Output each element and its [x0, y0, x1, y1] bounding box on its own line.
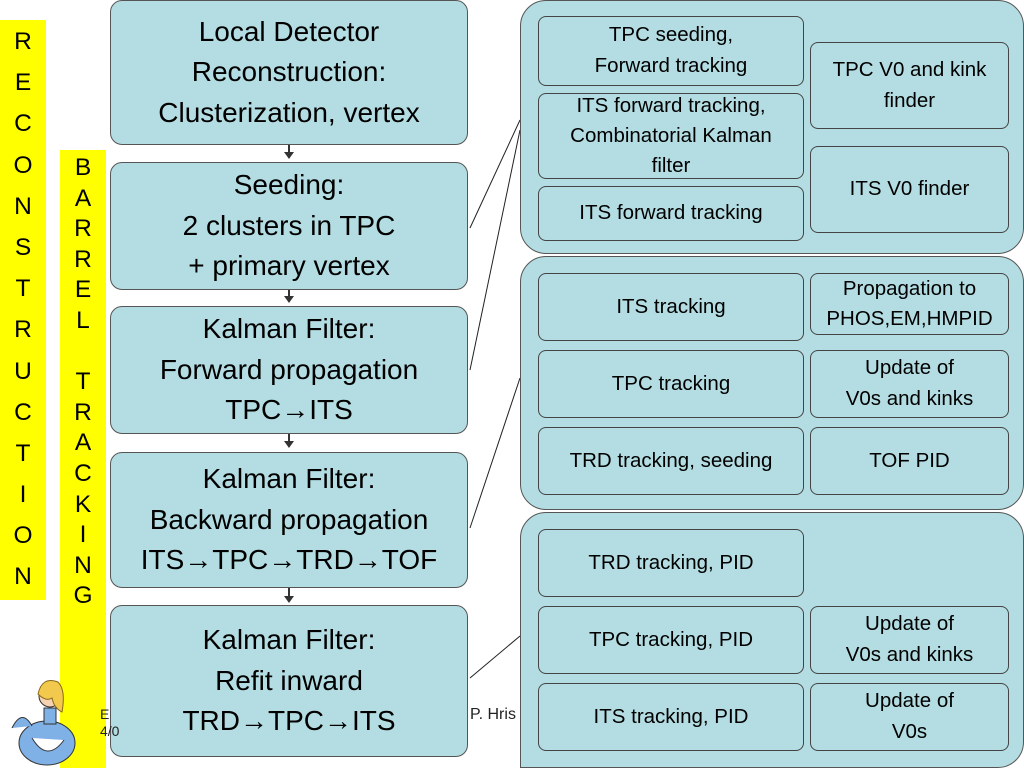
- barrel-letter: A: [74, 184, 92, 212]
- reconstruction-letter: O: [13, 151, 33, 179]
- reconstruction-letter: O: [13, 522, 33, 550]
- step-kalman-refit: Kalman Filter: Refit inward TRD→TPC→ITS: [110, 605, 468, 757]
- panel-forward-stage: TPC seeding, Forward tracking ITS forwar…: [520, 0, 1024, 254]
- cell-tpc-v0-kink-finder: TPC V0 and kink finder: [810, 42, 1009, 129]
- cell-its-tracking-pid: ITS tracking, PID: [538, 683, 804, 751]
- barrel-letter: I: [79, 521, 87, 549]
- reconstruction-letter: I: [19, 481, 27, 509]
- arrow-2: [288, 290, 290, 298]
- step-seeding: Seeding: 2 clusters in TPC + primary ver…: [110, 162, 468, 290]
- cell-update-v0s-kinks: Update of V0s and kinks: [810, 350, 1009, 418]
- cell-propagation-phos: Propagation to PHOS,EM,HMPID: [810, 273, 1009, 335]
- barrel-letter: R: [74, 215, 92, 243]
- barrel-letter: C: [74, 459, 92, 487]
- panel-refit-stage: TRD tracking, PID TPC tracking, PID ITS …: [520, 512, 1024, 768]
- cell-trd-tracking-seeding: TRD tracking, seeding: [538, 427, 804, 495]
- step-kalman-forward: Kalman Filter: Forward propagation TPC→I…: [110, 306, 468, 434]
- cell-update-v0s-kinks-refit: Update of V0s and kinks: [810, 606, 1009, 674]
- reconstruction-letter: T: [15, 275, 31, 303]
- step-local-reconstruction: Local Detector Reconstruction: Clusteriz…: [110, 0, 468, 145]
- barrel-letter: R: [74, 245, 92, 273]
- cell-tpc-tracking: TPC tracking: [538, 350, 804, 418]
- arrow-4-head: [284, 596, 294, 603]
- arrow-1-head: [284, 152, 294, 159]
- barrel-letter: A: [74, 429, 92, 457]
- barrel-letter: L: [76, 306, 90, 334]
- barrel-letter: T: [75, 368, 91, 396]
- barrel-letter: G: [73, 582, 93, 610]
- cell-its-forward-tracking: ITS forward tracking: [538, 186, 804, 241]
- cell-its-forward-ckf: ITS forward tracking, Combinatorial Kalm…: [538, 93, 804, 179]
- reconstruction-letter: R: [14, 316, 32, 344]
- step-kalman-backward: Kalman Filter: Backward propagation ITS→…: [110, 452, 468, 588]
- arrow-4: [288, 588, 290, 597]
- barrel-letter: R: [74, 398, 92, 426]
- arrow-3: [288, 434, 290, 443]
- barrel-letter: K: [74, 490, 92, 518]
- reconstruction-letter: S: [14, 233, 32, 261]
- cell-update-v0s: Update of V0s: [810, 683, 1009, 751]
- barrel-letter: B: [74, 154, 92, 181]
- cell-tpc-seeding: TPC seeding, Forward tracking: [538, 16, 804, 86]
- cell-tof-pid: TOF PID: [810, 427, 1009, 495]
- barrel-letter: E: [74, 276, 92, 304]
- footer-left-fragment: E 4/0: [100, 706, 120, 739]
- reconstruction-letter: T: [15, 439, 31, 467]
- reconstruction-letter: C: [14, 110, 32, 138]
- arrow-2-head: [284, 296, 294, 303]
- reconstruction-letter: N: [14, 563, 32, 591]
- cell-its-v0-finder: ITS V0 finder: [810, 146, 1009, 233]
- cell-trd-tracking-pid: TRD tracking, PID: [538, 529, 804, 597]
- reconstruction-letter: R: [14, 28, 32, 55]
- reconstruction-letter: U: [14, 357, 32, 385]
- barrel-letter: N: [74, 551, 92, 579]
- panel-backward-stage: ITS tracking TPC tracking TRD tracking, …: [520, 256, 1024, 510]
- arrow-1: [288, 145, 290, 154]
- alice-figure-icon: [11, 680, 76, 766]
- reconstruction-letter: N: [14, 192, 32, 220]
- reconstruction-letter: C: [14, 398, 32, 426]
- reconstruction-letter: E: [14, 69, 32, 97]
- cell-its-tracking: ITS tracking: [538, 273, 804, 341]
- footer-author: P. Hris: [470, 706, 516, 723]
- cell-tpc-tracking-pid: TPC tracking, PID: [538, 606, 804, 674]
- arrow-3-head: [284, 441, 294, 448]
